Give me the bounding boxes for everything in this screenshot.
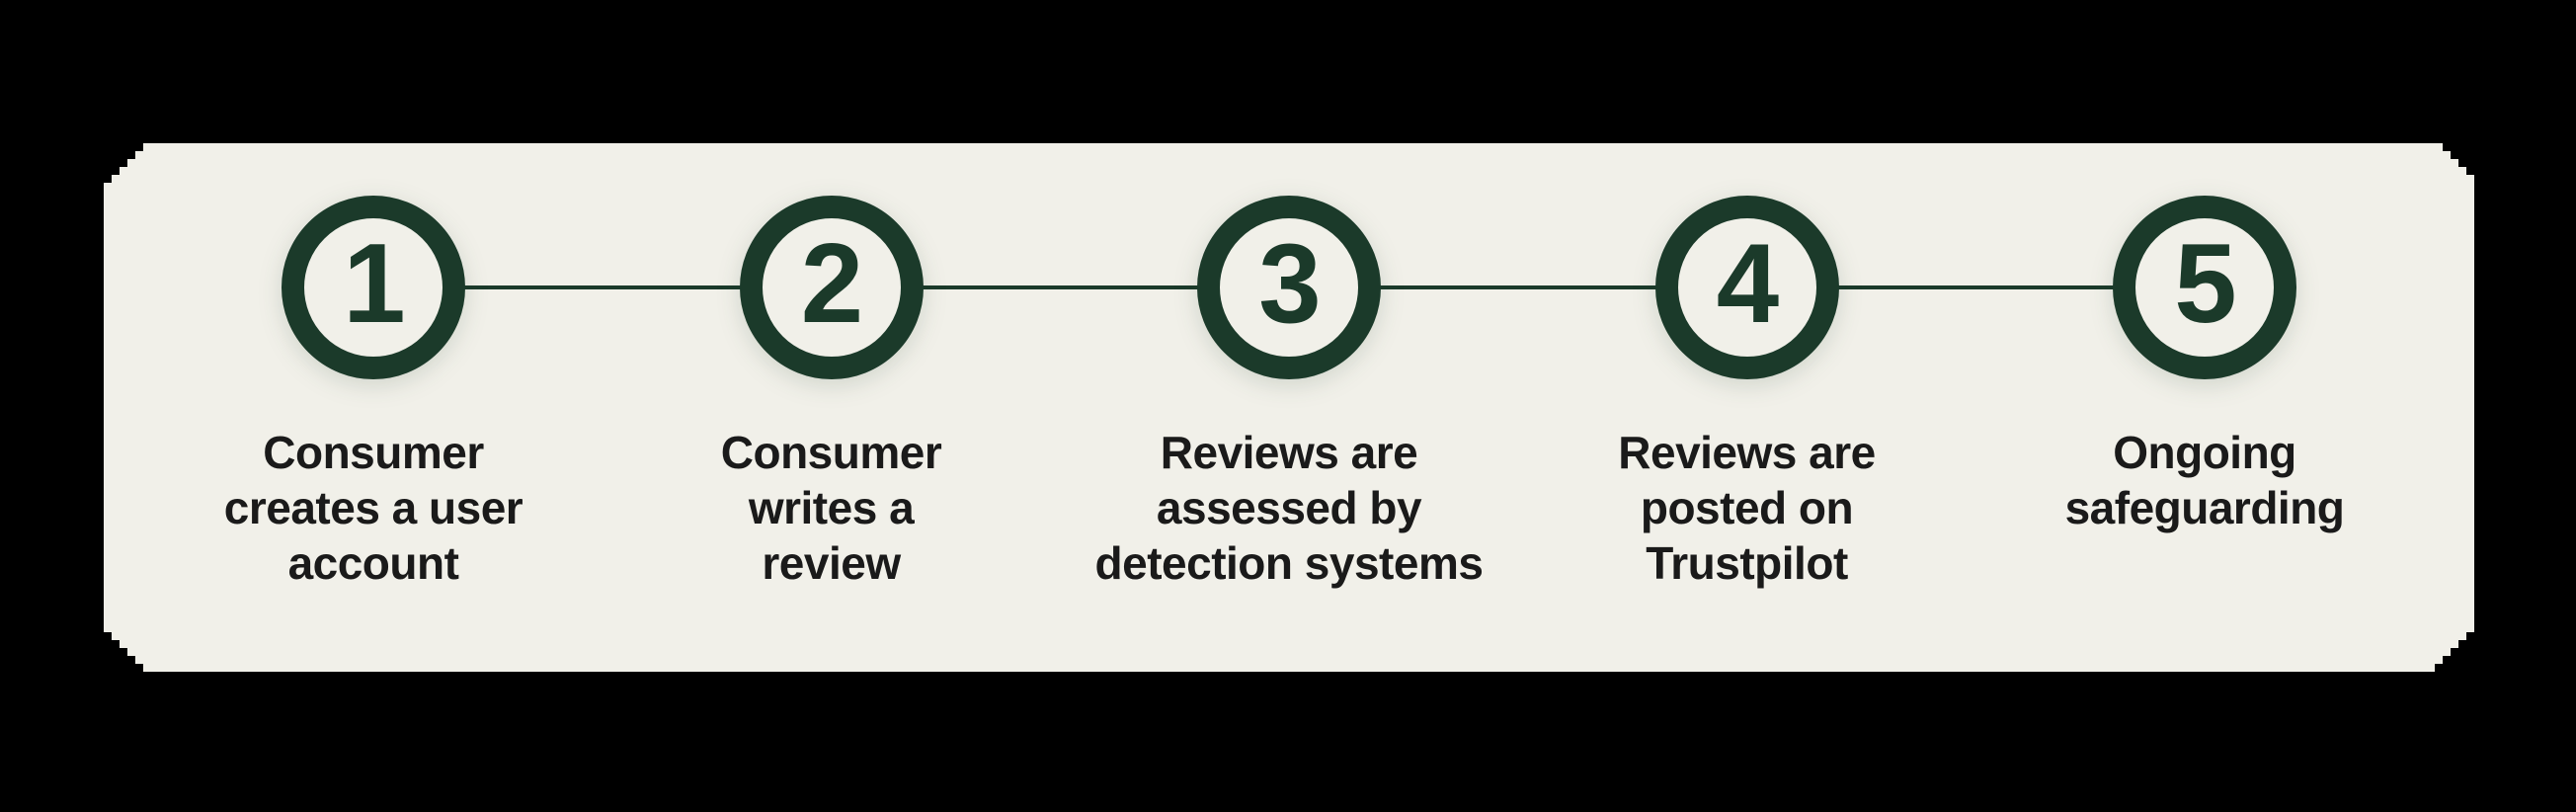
step-4: 4 Reviews are posted on Trustpilot: [1520, 196, 1974, 591]
step-number-badge: 5: [2113, 196, 2296, 379]
step-number-badge: 1: [282, 196, 465, 379]
step-label: Consumer creates a user account: [223, 427, 523, 589]
step-number: 3: [1258, 221, 1321, 347]
step-number-badge: 4: [1654, 196, 1839, 379]
step-number-badge: 2: [739, 196, 924, 379]
process-panel: 1 Consumer creates a user account 2 Cons…: [104, 143, 2474, 672]
step-2: 2 Consumer writes a review: [604, 196, 1059, 591]
step-label: Reviews are posted on Trustpilot: [1618, 427, 1876, 589]
step-number: 5: [2174, 221, 2236, 347]
step-number-badge: 3: [1197, 196, 1381, 379]
step-3: 3 Reviews are assessed by detection syst…: [1062, 196, 1516, 591]
step-number: 2: [800, 221, 863, 347]
step-label: Reviews are assessed by detection system…: [1094, 427, 1484, 589]
step-1: 1 Consumer creates a user account: [146, 196, 601, 591]
step-5: 5 Ongoing safeguarding: [1977, 196, 2432, 535]
step-label: Ongoing safeguarding: [2064, 427, 2345, 533]
step-number: 1: [343, 221, 405, 347]
step-number: 4: [1716, 221, 1779, 347]
step-label: Consumer writes a review: [720, 427, 942, 589]
